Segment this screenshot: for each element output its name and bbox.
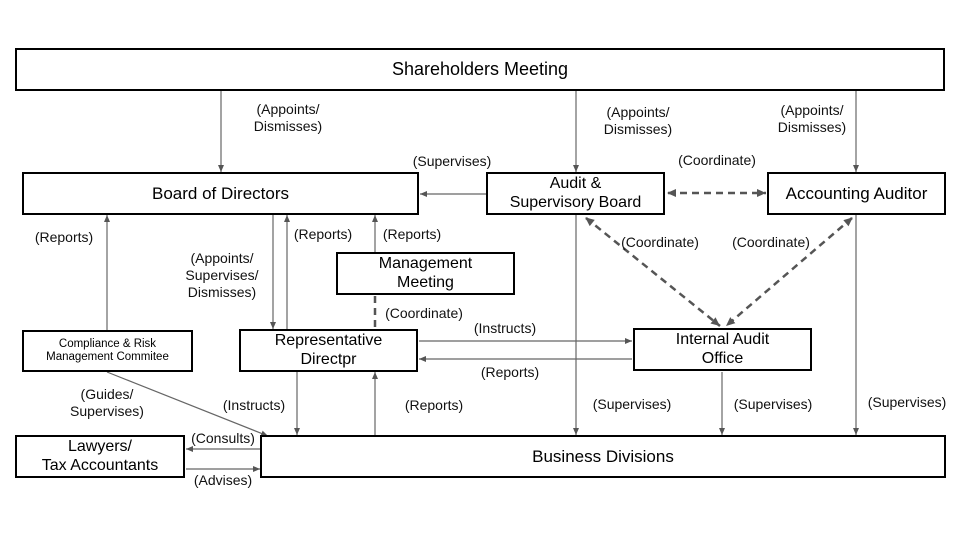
label-appoints-board: (Appoints/ Dismisses) [253,101,323,134]
label-supervises-board: (Supervises) [412,153,492,169]
label-reports-bd: (Reports) [404,397,464,413]
label-coordinate-right: (Coordinate) [732,234,810,250]
label-instructs-ia: (Instructs) [473,320,537,336]
lawyers-tax-accountants-box: Lawyers/ Tax Accountants [15,435,185,478]
shareholders-meeting-label: Shareholders Meeting [391,59,569,80]
accounting-auditor-label: Accounting Auditor [785,183,928,203]
shareholders-meeting-box: Shareholders Meeting [15,48,945,91]
board-of-directors-label: Board of Directors [152,183,289,203]
label-reports-rep: (Reports) [293,226,353,242]
label-coordinate-top: (Coordinate) [678,152,756,168]
label-coordinate-left: (Coordinate) [621,234,699,250]
representative-director-label: Representative Directpr [274,332,383,368]
internal-audit-office-label: Internal Audit Office [675,331,770,367]
label-appoints-audit: (Appoints/ Dismisses) [603,104,673,137]
label-reports-mgmt: (Reports) [382,226,442,242]
lawyers-tax-accountants-label: Lawyers/ Tax Accountants [41,438,159,474]
business-divisions-label: Business Divisions [532,446,674,466]
compliance-committee-box: Compliance & Risk Management Commitee [22,330,193,372]
audit-supervisory-board-box: Audit & Supervisory Board [486,172,665,215]
label-instructs-bd: (Instructs) [222,397,286,413]
representative-director-box: Representative Directpr [239,329,418,372]
management-meeting-box: Management Meeting [336,252,515,295]
label-appoints-rep: (Appoints/ Supervises/ Dismisses) [185,250,259,300]
label-supervises-accounting: (Supervises) [867,394,947,410]
internal-audit-office-box: Internal Audit Office [633,328,812,371]
label-appoints-accounting: (Appoints/ Dismisses) [777,102,847,135]
label-supervises-ia: (Supervises) [733,396,813,412]
business-divisions-box: Business Divisions [260,435,946,478]
label-guides: (Guides/ Supervises) [70,386,144,419]
label-consults: (Consults) [191,430,255,446]
compliance-committee-label: Compliance & Risk Management Commitee [46,337,169,363]
dashed-coordinate-right [725,217,853,327]
audit-supervisory-board-label: Audit & Supervisory Board [509,175,642,211]
dashed-coordinate-left [585,217,721,327]
board-of-directors-box: Board of Directors [22,172,419,215]
label-supervises-audit: (Supervises) [592,396,672,412]
label-advises: (Advises) [193,472,253,488]
arrow-guides [106,371,269,437]
label-coordinate-mgmt: (Coordinate) [385,305,463,321]
management-meeting-label: Management Meeting [378,255,473,291]
label-reports-ia: (Reports) [480,364,540,380]
accounting-auditor-box: Accounting Auditor [767,172,946,215]
label-reports-compliance: (Reports) [34,229,94,245]
